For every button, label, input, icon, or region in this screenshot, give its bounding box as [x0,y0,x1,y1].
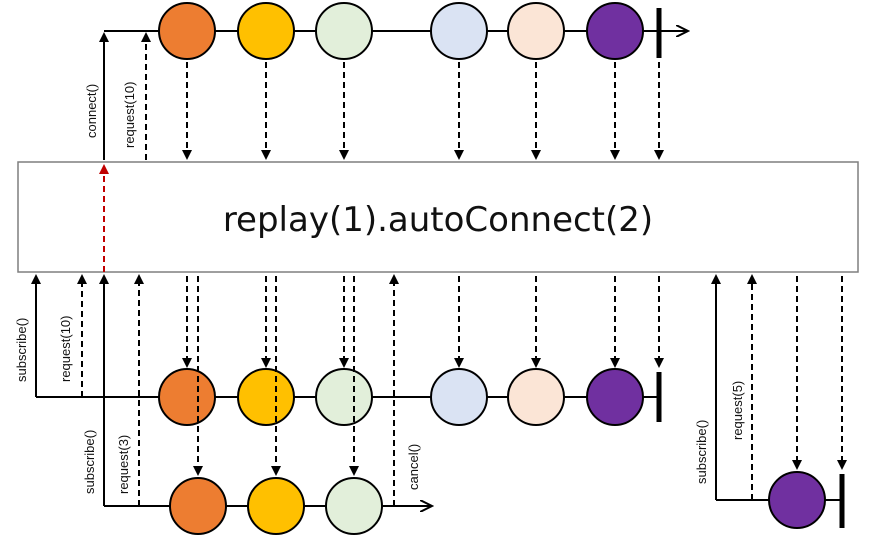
operator-label: replay(1).autoConnect(2) [223,200,653,240]
subscriber2-marble-1 [169,477,227,535]
source-signals: connect() request(10) [84,32,151,160]
subscriber1-marble-5 [507,368,565,426]
subscriber1-request-label: request(10) [58,316,73,382]
subscriber3-emission-arrows [792,276,847,470]
subscriber1-emission-arrows [182,276,664,368]
subscriber2-subscribe-label: subscribe() [82,430,97,494]
subscriber1-marble-6 [586,368,644,426]
source-timeline [104,2,688,60]
source-marble-2 [237,2,295,60]
subscriber1-marble-1 [158,368,216,426]
subscriber3-request-label: request(5) [730,381,745,440]
subscriber3-timeline: subscribe() request(5) [694,274,845,529]
subscriber1-subscribe-label: subscribe() [14,318,29,382]
subscriber2-cancel-label: cancel() [406,444,421,490]
subscriber2-request-label: request(3) [116,435,131,494]
subscriber1-marble-3 [315,368,373,426]
source-marble-1 [158,2,216,60]
operator-rect [17,161,859,273]
subscriber1-timeline: subscribe() request(10) [14,274,662,426]
subscriber1-marble-4 [430,368,488,426]
subscriber2-marble-3 [325,477,383,535]
source-marble-6 [586,2,644,60]
subscriber3-marble-1 [768,471,826,529]
subscriber1-marble-2 [237,368,295,426]
source-marble-4 [430,2,488,60]
source-emission-arrows [182,62,664,160]
subscriber2-marble-2 [247,477,305,535]
operator-box: replay(1).autoConnect(2) [17,161,859,273]
subscriber3-subscribe-label: subscribe() [694,420,709,484]
subscriber2-emission-arrows [193,276,359,476]
subscriber2-timeline: subscribe() request(3) cancel() [82,274,432,535]
source-marble-3 [315,2,373,60]
connect-label: connect() [84,84,99,138]
request-label: request(10) [122,82,137,148]
source-marble-5 [507,2,565,60]
